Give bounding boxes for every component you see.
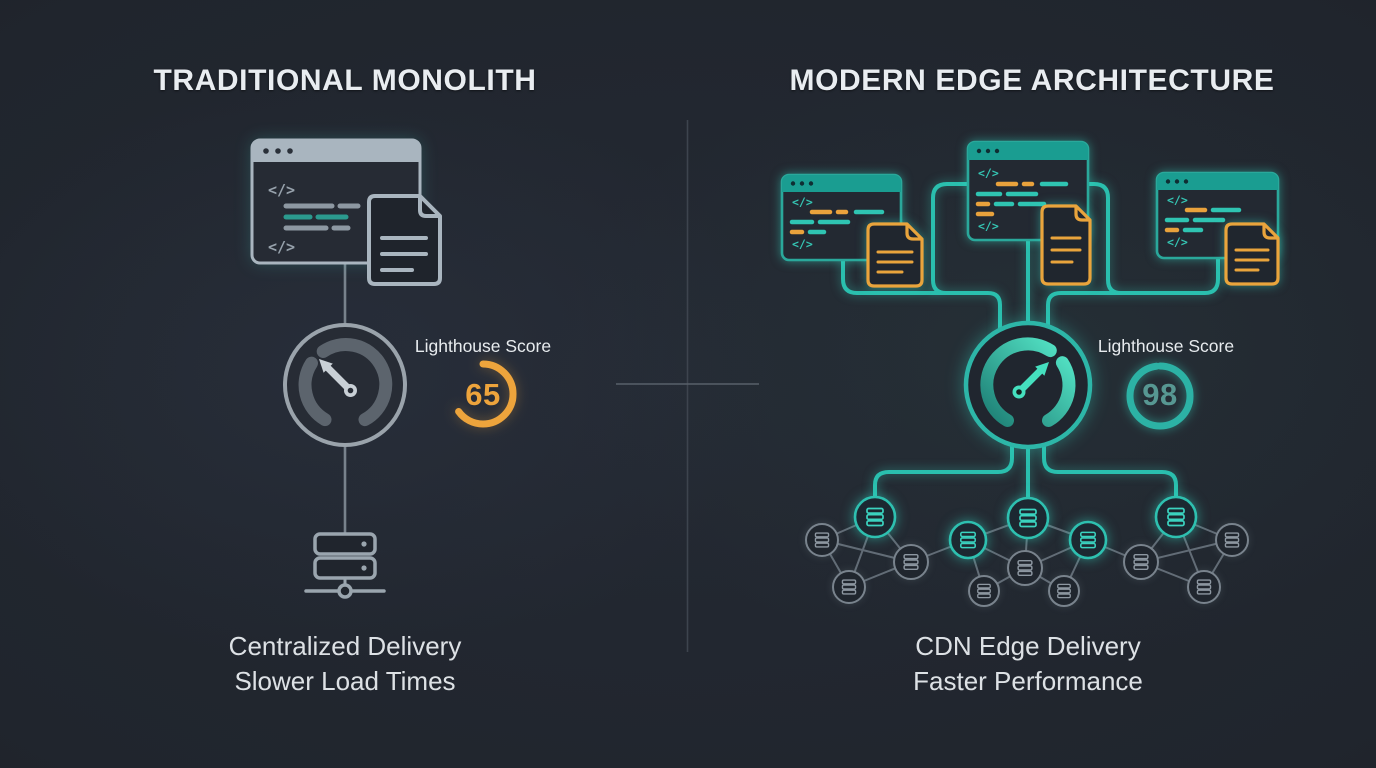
left-panel-title: TRADITIONAL MONOLITH: [153, 64, 537, 97]
network-node-icon: [893, 544, 929, 580]
network-node-icon: [1048, 575, 1080, 607]
left-caption-line-1: Centralized Delivery: [228, 631, 462, 661]
left-caption-line-2: Slower Load Times: [234, 666, 456, 696]
code-glyph: </>: [1167, 235, 1188, 249]
cdn-edge-network: [805, 495, 1249, 607]
right-panel-title: MODERN EDGE ARCHITECTURE: [789, 64, 1275, 97]
network-node-icon: [968, 575, 1000, 607]
document-icon: [866, 222, 924, 288]
network-node-icon: [1187, 570, 1221, 604]
code-glyph: </>: [792, 195, 813, 209]
score-ring-icon: [1126, 362, 1194, 430]
speedometer-gauge-icon: [963, 320, 1093, 450]
network-node-icon: [1007, 550, 1043, 586]
right-lighthouse-score-value: 98: [1142, 377, 1178, 412]
gauge-needle: [319, 359, 357, 397]
network-node-icon: [948, 520, 988, 560]
code-glyph: </>: [792, 237, 813, 251]
code-glyph: </>: [268, 181, 295, 199]
code-glyph: </>: [978, 219, 999, 233]
code-glyph: </>: [1167, 193, 1188, 207]
right-caption-line-2: Faster Performance: [913, 666, 1143, 696]
edge-connector-lines-top: [841, 182, 1220, 347]
document-icon: [1224, 222, 1280, 286]
document-icon: [367, 194, 442, 286]
gauge-needle: [1012, 362, 1049, 399]
server-icon: [304, 532, 386, 599]
network-node-icon: [1154, 495, 1198, 539]
network-node-icon: [1215, 523, 1249, 557]
left-panel-caption: Centralized Delivery Slower Load Times: [115, 629, 575, 699]
score-ring-icon: [449, 360, 517, 428]
right-panel-caption: CDN Edge Delivery Faster Performance: [798, 629, 1258, 699]
right-lighthouse-label: Lighthouse Score: [1097, 336, 1235, 356]
browser-code-window-icon: </> </>: [780, 173, 903, 262]
speedometer-gauge-icon: [283, 323, 407, 447]
left-lighthouse-score-value: 65: [465, 377, 501, 412]
network-node-icon: [1068, 520, 1108, 560]
network-node-icon: [1006, 496, 1050, 540]
network-node-icon: [832, 570, 866, 604]
center-divider: [616, 120, 759, 652]
network-node-icon: [853, 495, 897, 539]
document-icon: [1040, 204, 1092, 286]
code-glyph: </>: [268, 238, 295, 256]
network-node-icon: [805, 523, 839, 557]
network-node-icon: [1123, 544, 1159, 580]
code-glyph: </>: [978, 166, 999, 180]
right-caption-line-1: CDN Edge Delivery: [915, 631, 1141, 661]
left-lighthouse-label: Lighthouse Score: [414, 336, 552, 356]
